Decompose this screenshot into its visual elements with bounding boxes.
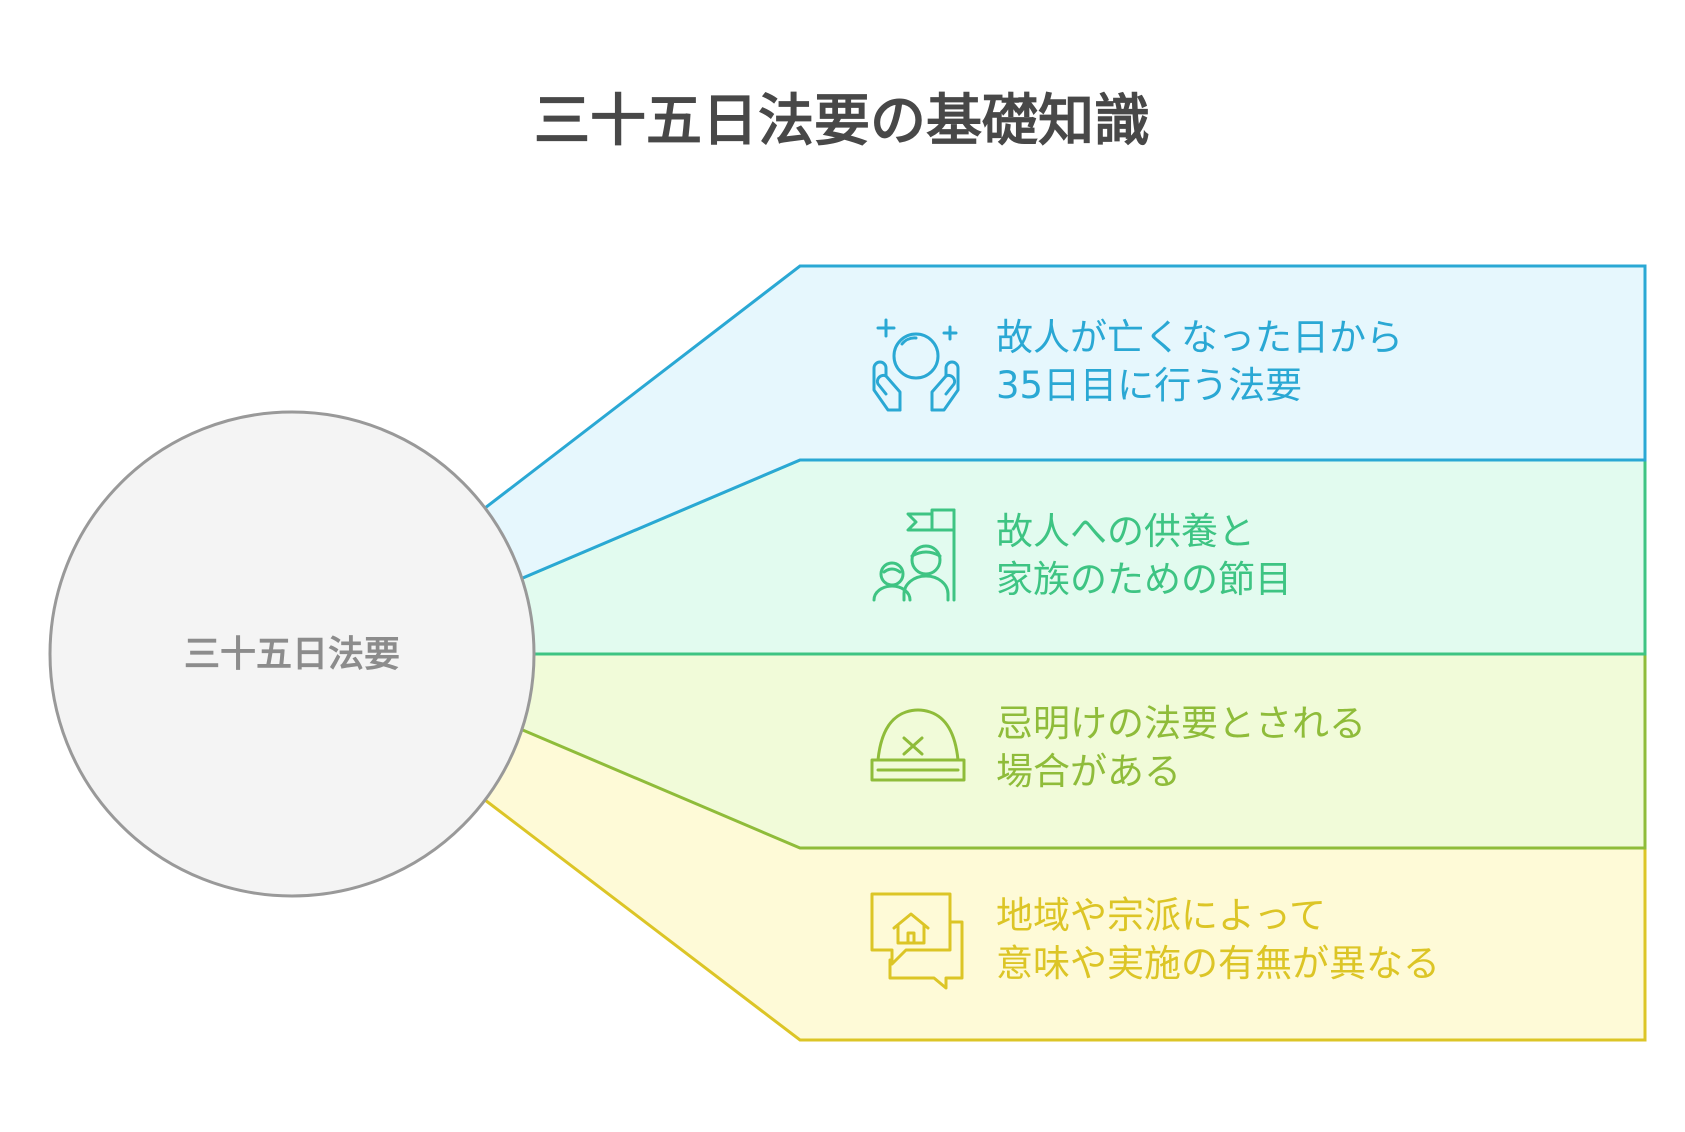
center-circle bbox=[48, 410, 536, 898]
item-1-line-1: 故人が亡くなった日から bbox=[996, 316, 1403, 359]
family-with-flag-icon bbox=[872, 508, 956, 602]
page-title: 三十五日法要の基礎知識 bbox=[534, 89, 1150, 154]
hands-holding-globe-icon bbox=[872, 318, 960, 412]
item-4-line-2: 意味や実施の有無が異なる bbox=[996, 942, 1440, 985]
item-3-line-2: 場合がある bbox=[996, 750, 1181, 793]
item-1-line-2: 35日目に行う法要 bbox=[996, 364, 1302, 407]
item-2-line-1: 故人への供養と bbox=[996, 510, 1255, 553]
item-2-line-2: 家族のための節目 bbox=[996, 558, 1292, 601]
center-label: 三十五日法要 bbox=[184, 634, 400, 675]
house-speech-bubble-icon bbox=[870, 892, 964, 990]
item-4-line-1: 地域や宗派によって bbox=[996, 894, 1326, 937]
item-3-line-1: 忌明けの法要とされる bbox=[996, 702, 1366, 745]
hat-with-cross-icon bbox=[870, 708, 966, 782]
